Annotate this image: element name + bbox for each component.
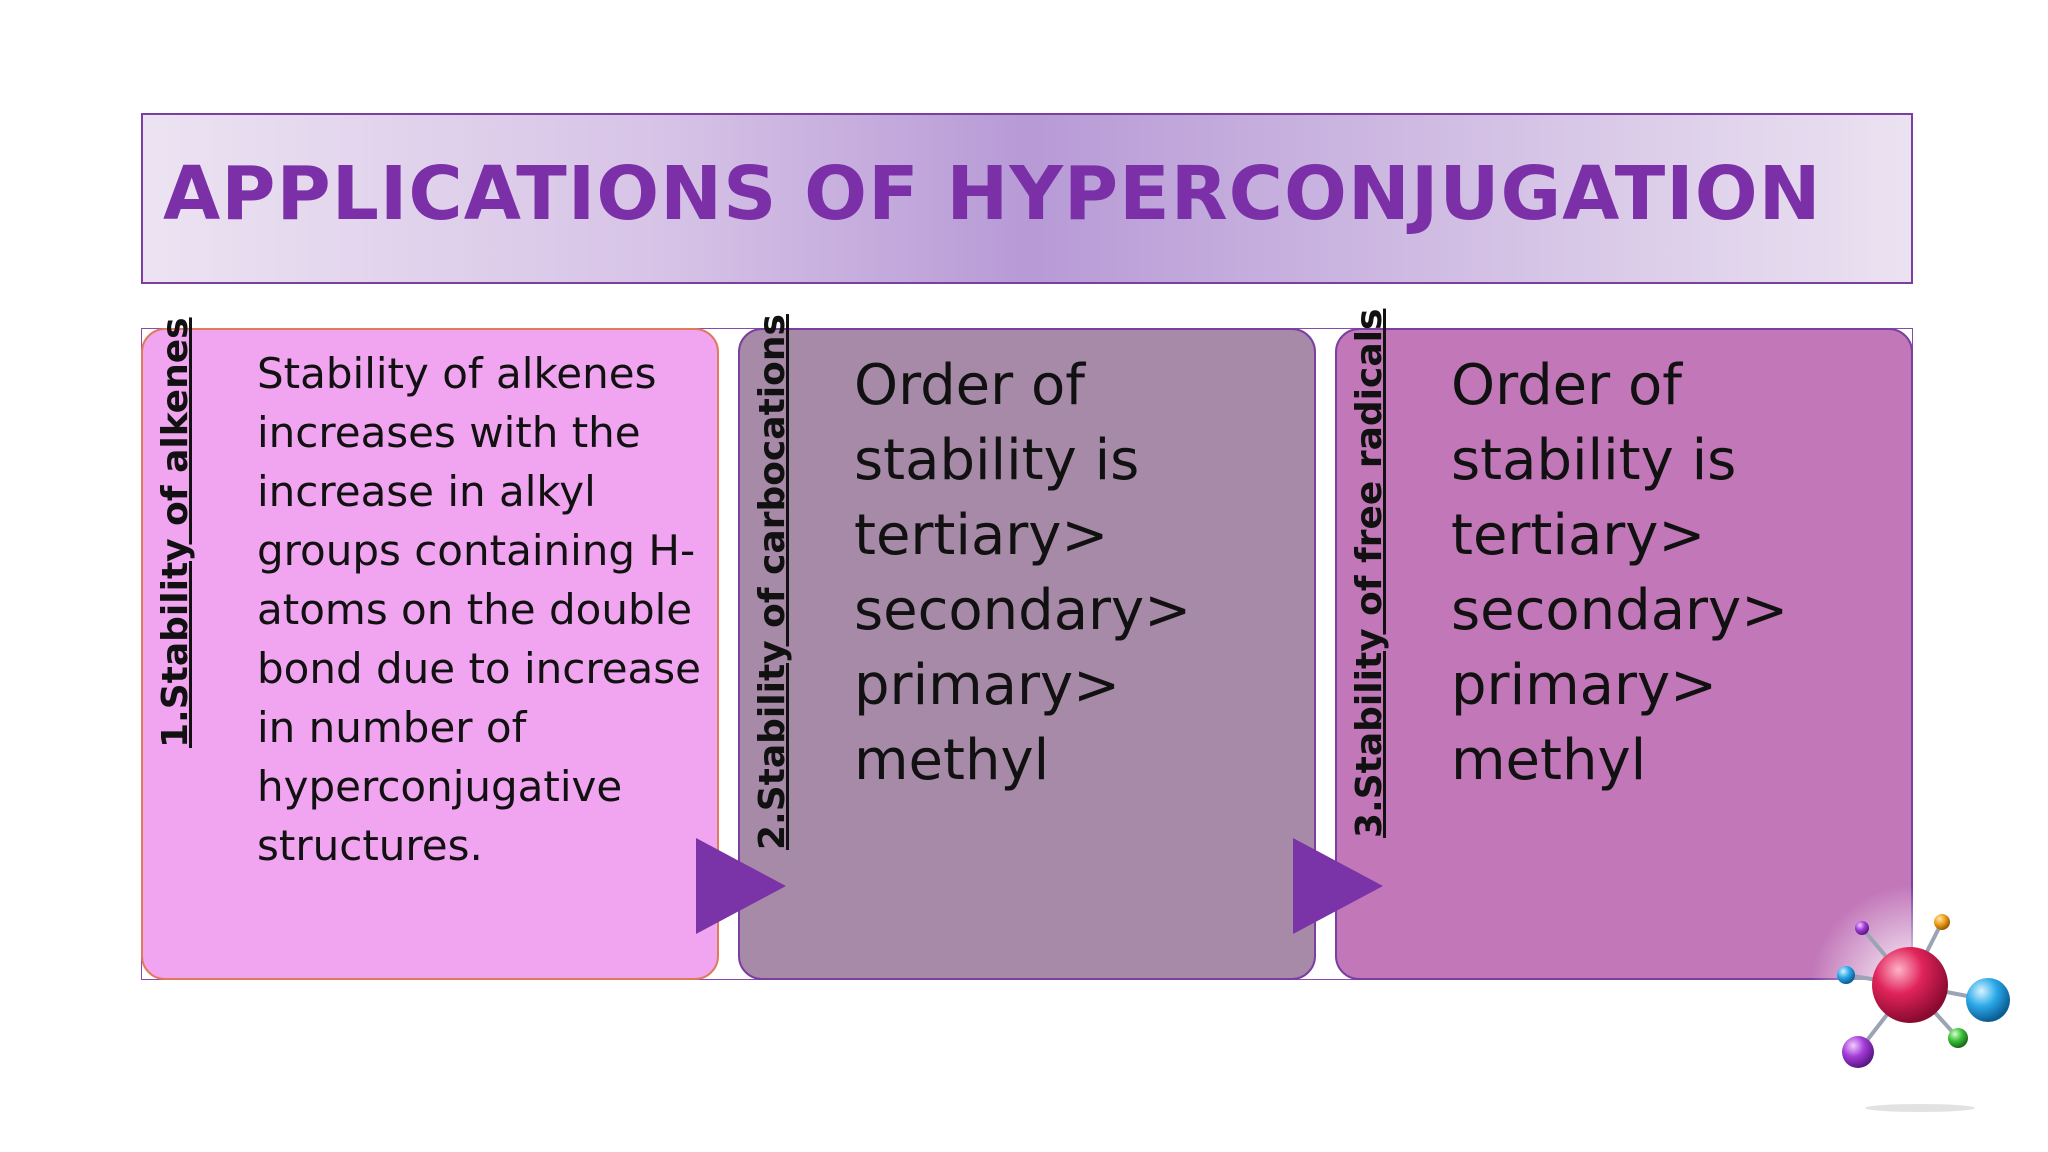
- panel-label-free-radicals: 3.Stability of free radicals: [1349, 308, 1390, 838]
- slide-title: APPLICATIONS OF HYPERCONJUGATION: [163, 151, 1822, 237]
- title-bar: APPLICATIONS OF HYPERCONJUGATION: [141, 113, 1913, 284]
- arrow-right-icon: [696, 838, 786, 934]
- panel-body-free-radicals: Order of stability is tertiary> secondar…: [1451, 353, 1789, 793]
- panel-carbocations: 2.Stability of carbocations Order of sta…: [738, 314, 1316, 980]
- panel-label-alkenes: 1.Stability of alkenes: [155, 317, 196, 748]
- panel-label-carbocations: 2.Stability of carbocations: [752, 314, 793, 850]
- panel-free-radicals: 3.Stability of free radicals Order of st…: [1335, 309, 1913, 980]
- molecule-icon: [1810, 885, 2020, 1112]
- panel-alkenes: 1.Stability of alkenes Stability of alke…: [141, 317, 719, 980]
- arrow-right-icon: [1293, 838, 1383, 934]
- panel-body-alkenes: Stability of alkenes increases with the …: [257, 349, 701, 870]
- panel-body-carbocations: Order of stability is tertiary> secondar…: [854, 353, 1192, 793]
